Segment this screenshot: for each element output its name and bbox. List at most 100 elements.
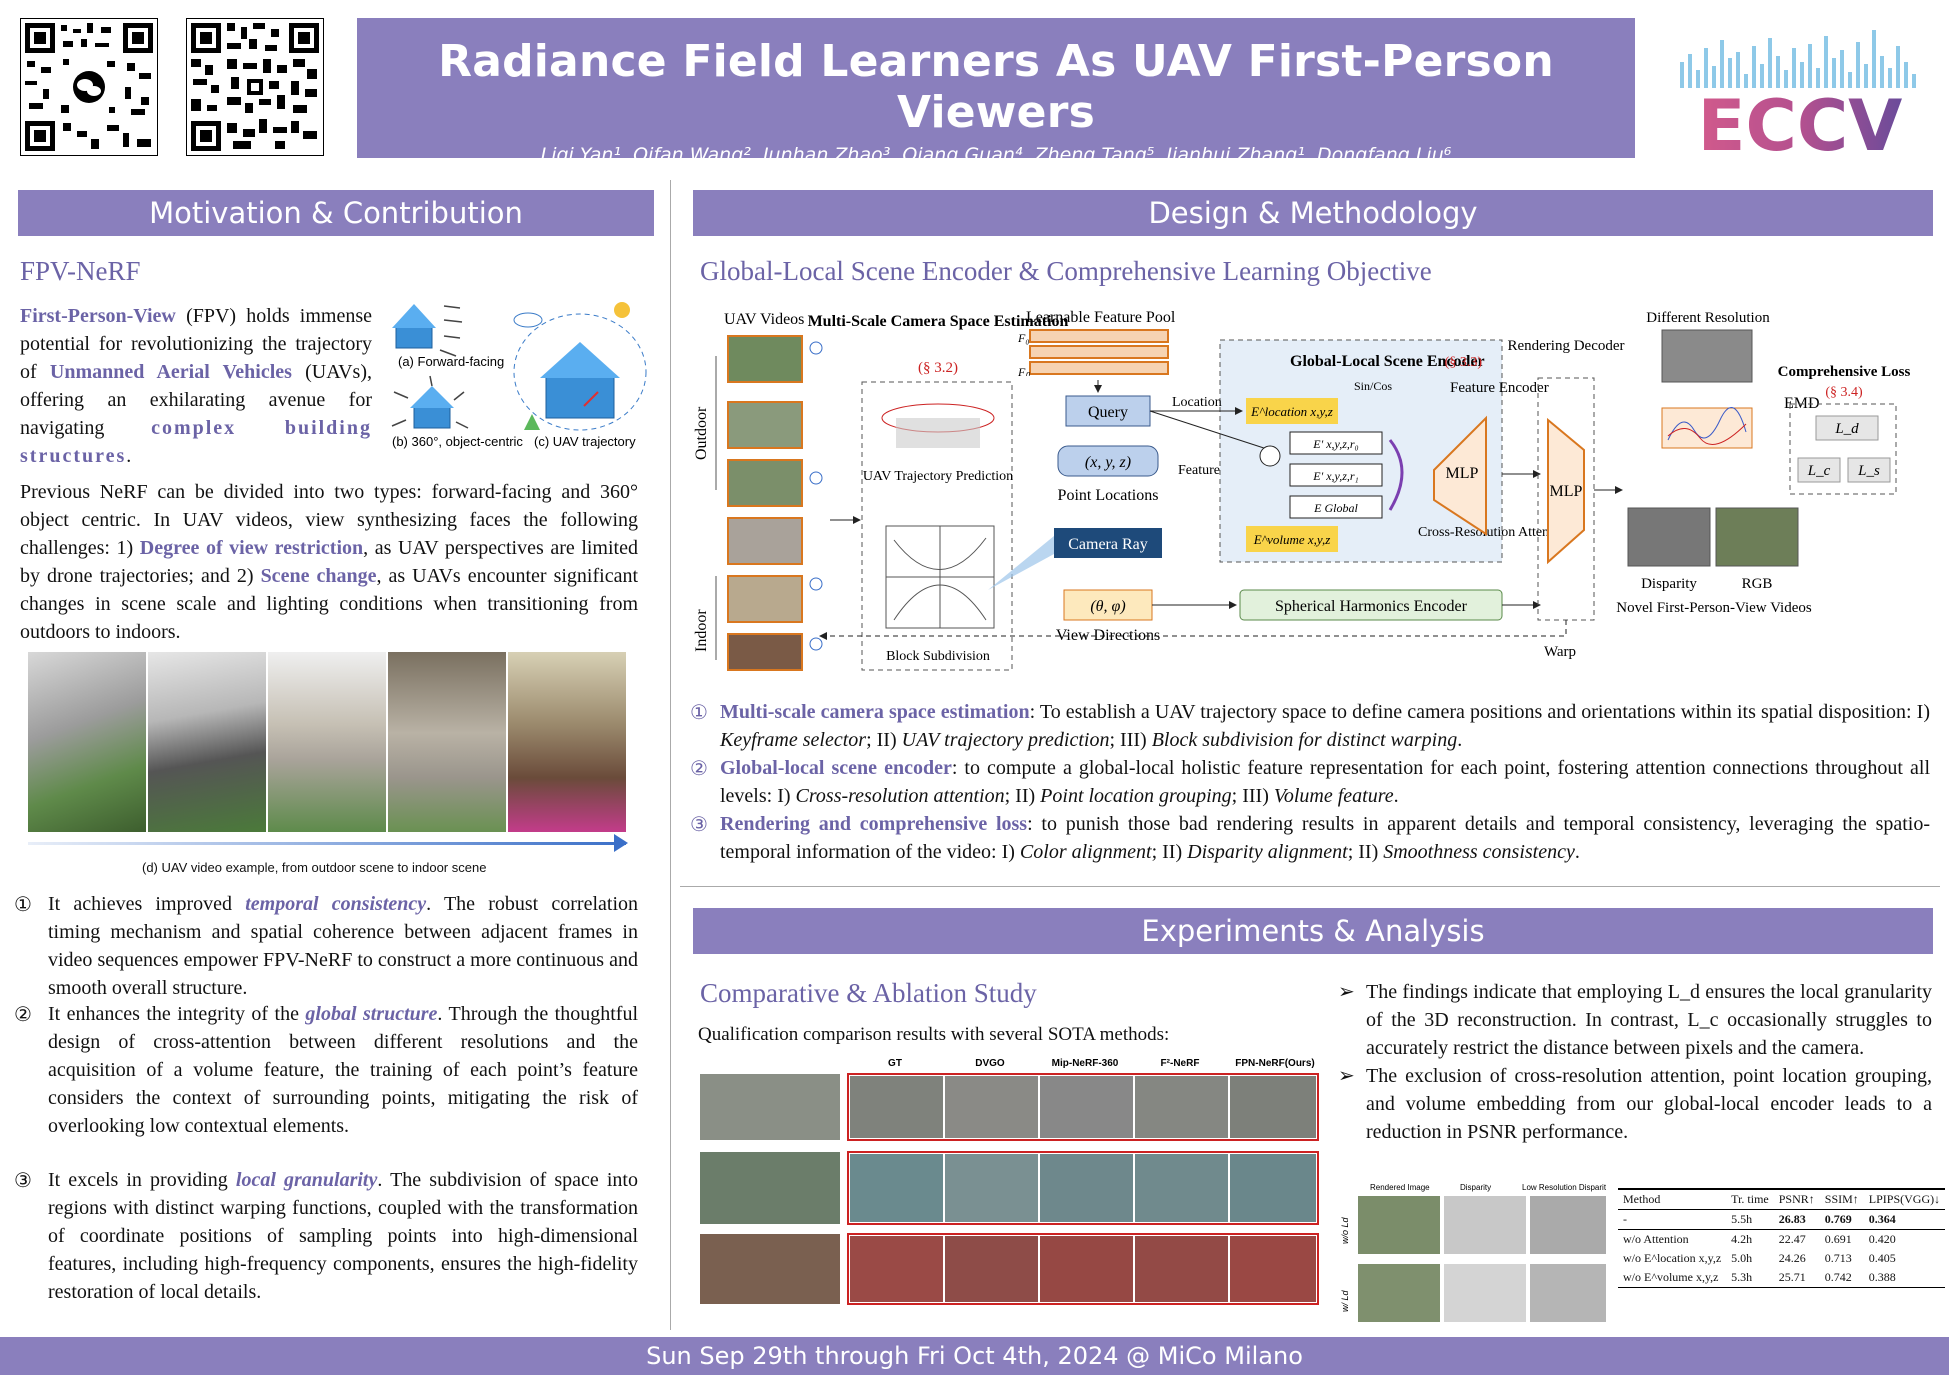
table-cell: 24.26: [1778, 1251, 1806, 1265]
label-uav-trajectory-prediction: UAV Trajectory Prediction: [863, 469, 1013, 484]
table-row: w/o E^volume x,y,z 5.3h 25.71 0.742 0.38…: [1618, 1268, 1946, 1288]
table-header-row: Method Tr. time PSNR↑ SSIM↑ LPIPS(VGG)↓: [1618, 1189, 1946, 1210]
col-mipnerf: Mip-NeRF-360: [1052, 1058, 1119, 1069]
label-feature: Feature: [1178, 463, 1220, 478]
term-uav: Unmanned Aerial Vehicles: [49, 361, 292, 383]
uav-video-photo-strip: [28, 652, 626, 832]
label-rendered-image: Rendered Image: [1370, 1183, 1430, 1192]
th-lpips: LPIPS(VGG)↓: [1863, 1189, 1946, 1210]
house-icon: [392, 304, 436, 349]
item-number: ②: [690, 756, 708, 780]
label-forward-facing: (a) Forward-facing: [398, 354, 504, 369]
label-feature-encoder: Feature Encoder: [1450, 380, 1549, 396]
th-method: Method: [1618, 1189, 1727, 1210]
item-text: ; II): [866, 729, 902, 751]
label-cross-resolution-attention: Cross-Resolution Attention: [1418, 525, 1571, 540]
column-divider: [670, 180, 671, 1330]
camera-setting-figure: (a) Forward-facing (b) 360°, object-cent…: [384, 296, 656, 466]
label-fn: Fₙ: [1017, 365, 1030, 379]
label-comprehensive-loss: Comprehensive Loss: [1778, 364, 1911, 380]
comparison-figure: GT DVGO Mip-NeRF-360 F²-NeRF FPN-NeRF(Ou…: [700, 1054, 1320, 1324]
check-icons: [809, 341, 823, 651]
label-sh-encoder: Spherical Harmonics Encoder: [1275, 598, 1468, 615]
table-cell: 0.769: [1819, 1209, 1864, 1230]
label-view-directions: View Directions: [1056, 627, 1160, 644]
video-frames: [727, 335, 803, 671]
label-block-subdivision: Block Subdivision: [886, 649, 990, 664]
label-disparity: Disparity: [1641, 576, 1697, 592]
label-msce-title: Multi-Scale Camera Space Estimation: [808, 313, 1069, 330]
comparison-caption: Qualification comparison results with se…: [698, 1024, 1170, 1045]
label-loss-ld: L_d: [1834, 421, 1859, 437]
label-uav-trajectory: (c) UAV trajectory: [534, 434, 636, 449]
table-cell: 4.2h: [1731, 1232, 1753, 1246]
poster-title: Radiance Field Learners As UAV First-Per…: [438, 36, 1554, 138]
bullet-arrow-icon: ➢: [1338, 981, 1355, 1003]
table-cell: 25.71: [1773, 1268, 1820, 1288]
findings-list: ➢ The findings indicate that employing L…: [1338, 978, 1932, 1146]
section-bar-experiments: Experiments & Analysis: [693, 908, 1933, 954]
table-cell: w/o E^location x,y,z: [1623, 1251, 1722, 1265]
challenges-text-3: , as UAVs encounter significant changes …: [20, 565, 639, 643]
photo-indoor: [508, 652, 626, 832]
ref-section-3-2: (§ 3.2): [918, 360, 958, 376]
table-cell: 5.3h: [1726, 1268, 1774, 1288]
label-low-res-disparity: Low Resolution Disparity: [1522, 1183, 1606, 1192]
label-e-volume: E^volume x,y,z: [1253, 532, 1331, 547]
challenges-text-1: Previous NeRF can be divided into two ty…: [20, 481, 638, 559]
thumbnail-rgb: [1715, 507, 1799, 567]
finding-text-2: The exclusion of cross-resolution attent…: [1366, 1065, 1932, 1143]
item-text: It enhances the integrity of the: [48, 1003, 306, 1025]
table-cell: 0.713: [1824, 1251, 1852, 1265]
ablation-figure: Rendered Image Disparity Low Resolution …: [1336, 1180, 1610, 1328]
item-term: Keyframe selector: [720, 729, 867, 751]
intro-text-3: .: [126, 445, 132, 467]
affiliation-list: ¹Hangzhou Dianzi University, ²Meta AI, ³…: [394, 170, 1598, 192]
item-text: . Through the thoughtful design of cross…: [48, 1003, 638, 1137]
th-train-time: Tr. time: [1726, 1189, 1774, 1210]
label-rgb: RGB: [1742, 576, 1773, 592]
intro-text-1: (FPV) holds immense potential for revolu…: [20, 305, 372, 383]
table-cell: w/o E^volume x,y,z: [1618, 1268, 1727, 1288]
item-number: ③: [14, 1168, 32, 1192]
item-term: Volume feature: [1273, 785, 1394, 807]
label-without-ld: w/o Ld: [1340, 1216, 1350, 1244]
term-global-structure: global structure: [305, 1003, 438, 1025]
label-theta-phi: (θ, φ): [1090, 598, 1125, 615]
item-number: ①: [14, 892, 32, 916]
finding-1: ➢ The findings indicate that employing L…: [1338, 978, 1932, 1062]
label-warp: Warp: [1544, 644, 1576, 660]
th-ssim: SSIM↑: [1819, 1189, 1864, 1210]
item-text: . The subdivision of space into regions …: [48, 1169, 638, 1303]
finding-2: ➢ The exclusion of cross-resolution atte…: [1338, 1062, 1932, 1146]
label-outdoor: Outdoor: [693, 406, 710, 460]
label-loss-lc: L_c: [1807, 463, 1831, 479]
item-number: ②: [14, 1002, 32, 1026]
thumbnail-low-res: [1661, 329, 1753, 383]
th-psnr: PSNR↑: [1773, 1189, 1820, 1210]
table-row: - 5.5h 26.83 0.769 0.364: [1618, 1209, 1946, 1230]
label-e-r0: E′ x,y,z,r₀: [1312, 437, 1358, 451]
label-camera-ray: Camera Ray: [1068, 536, 1148, 553]
emd-plot-icon: [1661, 407, 1753, 449]
label-360-object: (b) 360°, object-centric: [392, 434, 523, 449]
label-disparity-col: Disparity: [1460, 1183, 1491, 1192]
term-rendering-loss: Rendering and comprehensive loss: [720, 813, 1028, 835]
table-cell: w/o Attention: [1623, 1232, 1689, 1246]
label-glse-title: Global-Local Scene Encoder: [1290, 353, 1485, 370]
label-point-locations: Point Locations: [1058, 487, 1159, 504]
table-row: w/o Attention 4.2h 22.47 0.691 0.420: [1618, 1230, 1945, 1250]
item-text: : to punish those bad rendering results …: [720, 813, 1930, 863]
photo-aerial-1: [28, 652, 148, 832]
item-text: It excels in providing: [48, 1169, 236, 1191]
section-bar-motivation: Motivation & Contribution: [18, 190, 654, 236]
table-cell: 0.364: [1863, 1209, 1946, 1230]
item-term: UAV trajectory prediction: [901, 729, 1110, 751]
table-cell: 0.742: [1819, 1268, 1864, 1288]
label-different-resolution: Different Resolution: [1646, 310, 1770, 326]
subhead-fpv-nerf: FPV-NeRF: [20, 256, 141, 286]
label-e-location: E^location x,y,z: [1250, 404, 1333, 419]
bullet-arrow-icon: ➢: [1338, 1065, 1355, 1087]
item-text: .: [1574, 841, 1580, 863]
ref-section-3-4: (§ 3.4): [1825, 385, 1863, 400]
